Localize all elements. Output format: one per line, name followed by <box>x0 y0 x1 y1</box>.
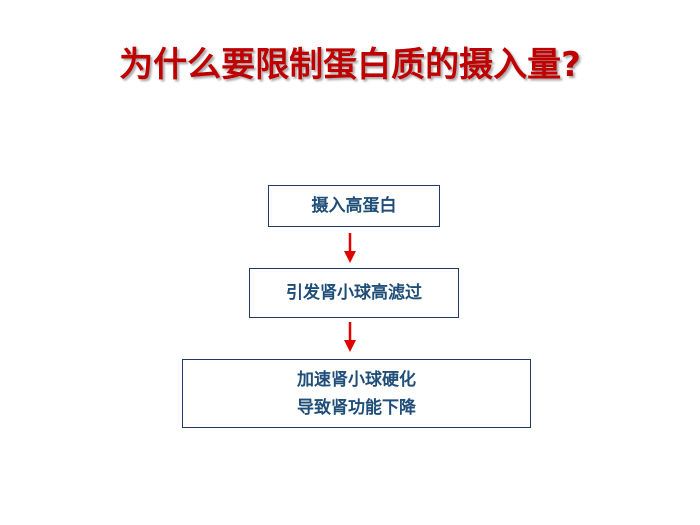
flow-step-intake-high-protein: 摄入高蛋白 <box>268 185 440 227</box>
flow-step-text-line-1: 加速肾小球硬化 <box>297 369 416 390</box>
flow-step-hyperfiltration: 引发肾小球高滤过 <box>249 268 459 318</box>
flow-step-sclerosis-kidney-decline: 加速肾小球硬化 导致肾功能下降 <box>182 359 531 428</box>
flow-step-text: 摄入高蛋白 <box>311 196 397 216</box>
flow-step-text-line-2: 导致肾功能下降 <box>297 397 416 418</box>
down-arrow-icon <box>344 233 356 263</box>
down-arrow-icon <box>344 322 356 352</box>
flow-step-text: 引发肾小球高滤过 <box>286 283 422 303</box>
slide-title: 为什么要限制蛋白质的摄入量? <box>119 45 581 85</box>
